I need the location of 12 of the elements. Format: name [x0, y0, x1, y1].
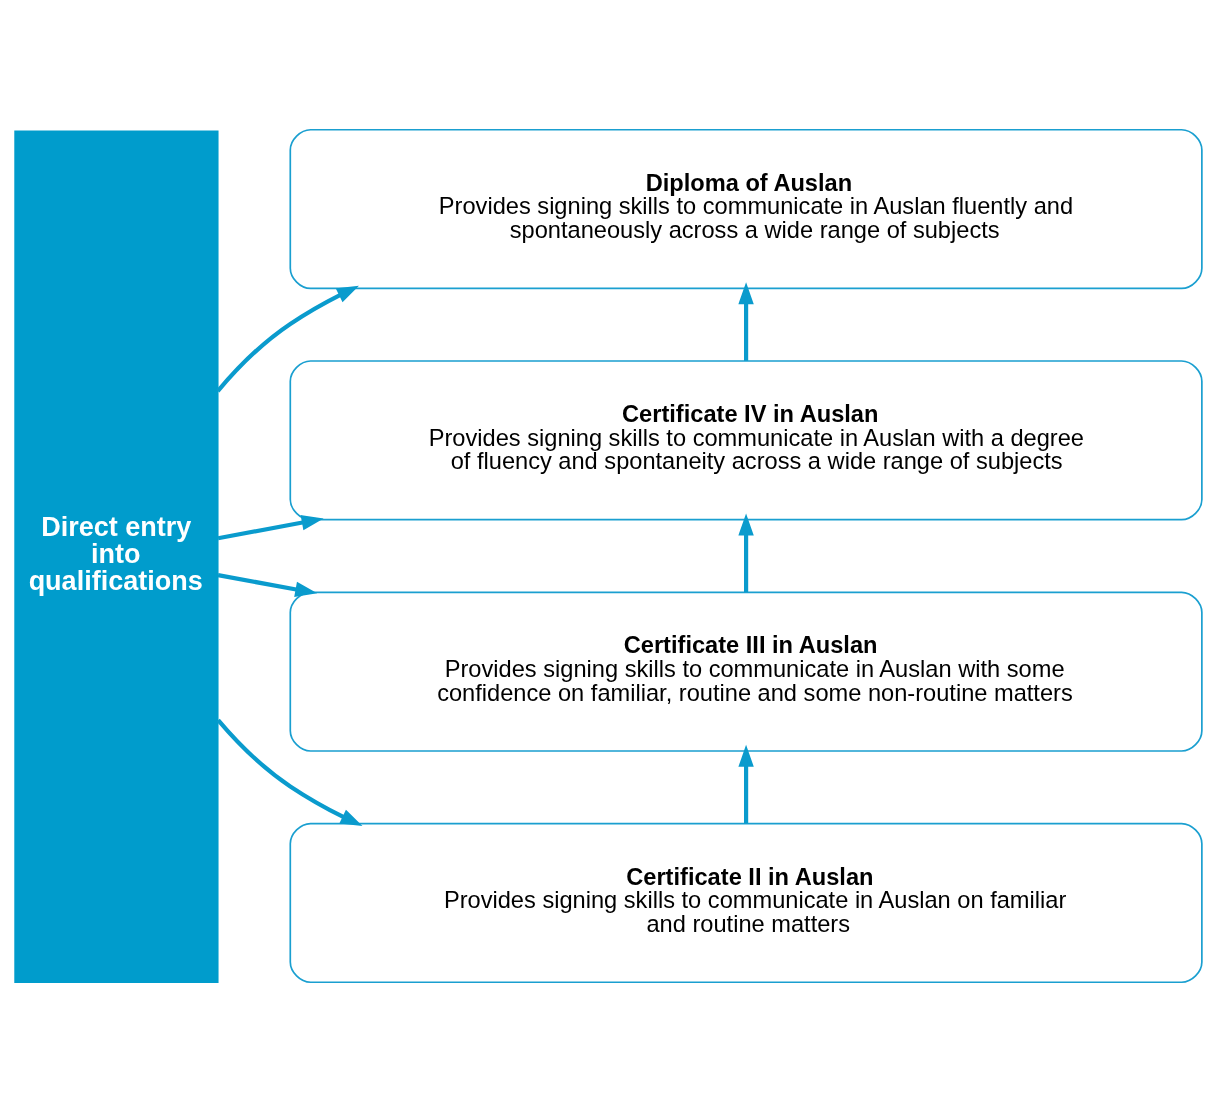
arrow	[216, 718, 363, 826]
node-box: Direct entry into qualifications	[14, 130, 219, 983]
node-box: Certificate IV in Auslan Provides signing skills to communicate in Auslan with a degree of fluency and spontaneity across a wide range of subjects	[289, 359, 1203, 521]
node-box: Certificate III in Auslan Provides signing skills to communicate in Auslan with some confidence on familiar, routine and some non-routine matters	[289, 590, 1203, 752]
arrow	[216, 285, 359, 392]
arrow	[217, 514, 324, 540]
node-box: Diploma of Auslan Provides signing skills to communicate in Auslan fluently and spontaneously across a wide range of subjects	[289, 128, 1203, 289]
arrow	[738, 744, 754, 823]
node-box: Certificate II in Auslan Provides signing skills to communicate in Auslan on familiar and routine matters	[289, 822, 1203, 983]
arrow	[217, 572, 318, 597]
arrow	[738, 512, 754, 592]
arrow	[738, 281, 754, 361]
